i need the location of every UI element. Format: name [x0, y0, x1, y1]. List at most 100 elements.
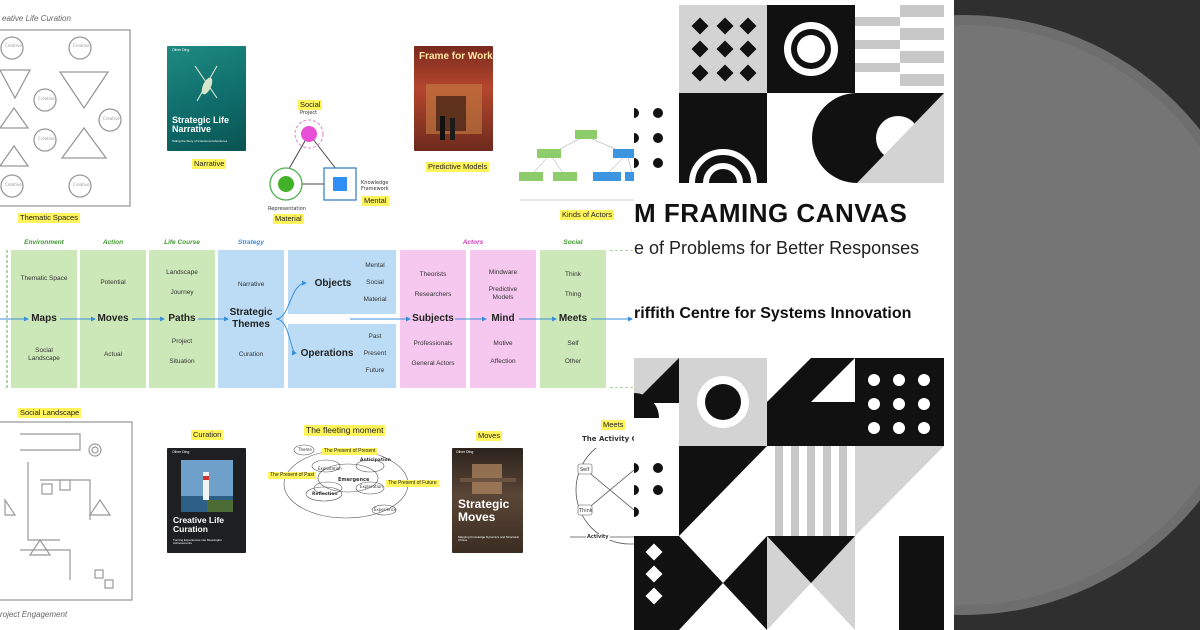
landscape-text: Landscape	[166, 269, 198, 276]
material-text: Material	[363, 296, 387, 303]
strategy-column: Strategy Narrative Strategic Themes Cura…	[218, 239, 284, 388]
operations-node: Operations	[300, 348, 354, 359]
project-engagement-title: roject Engagement	[0, 610, 68, 619]
kinds-of-actors-tree	[515, 126, 634, 208]
motive-text: Motive	[493, 340, 513, 347]
exploitation-text: Exploitation	[318, 466, 342, 471]
representation-text: Representation	[268, 206, 306, 212]
mental-label: Mental	[362, 196, 389, 206]
action-column: Action Potential Moves Actual	[80, 239, 146, 388]
thematic-spaces-label: Thematic Spaces	[18, 213, 80, 223]
curation-label: Curation	[191, 430, 224, 440]
framing-canvas-cover: M FRAMING CANVAS e of Problems for Bette…	[634, 0, 954, 630]
canvas-organization: riffith Centre for Systems Innovation	[634, 305, 912, 322]
thematic-space-text: Thematic Space	[20, 275, 68, 282]
researchers-text: Researchers	[414, 291, 452, 298]
meets-column: Social Think Thing Meets Self Other	[540, 239, 606, 388]
project-text: Project	[300, 110, 318, 116]
mental-text: Mental	[365, 262, 385, 269]
emergence-text: Emergence	[338, 477, 370, 483]
canvas-subtitle: e of Problems for Better Responses	[634, 238, 920, 258]
svg-text:Creative: Creative	[73, 43, 90, 48]
potential-text: Potential	[100, 279, 126, 286]
journey-text: Journey	[170, 289, 194, 296]
affection-text: Affection	[490, 358, 516, 365]
top-geometric-pattern	[634, 0, 944, 184]
actors-header: Actors	[462, 239, 484, 246]
svg-text:Creative: Creative	[38, 136, 55, 141]
predictive-book-cover[interactable]: Frame for Work	[414, 46, 493, 151]
social-landscape-label: Social Landscape	[18, 408, 82, 418]
meets-node: Meets	[558, 313, 588, 324]
paths-node: Paths	[168, 313, 196, 324]
canvas-title: M FRAMING CANVAS	[634, 198, 908, 228]
bottom-geometric-pattern	[634, 358, 944, 630]
present-text: Present	[363, 350, 387, 357]
theme-text: Theme	[298, 447, 312, 452]
representation-diagram	[262, 96, 390, 224]
activity-self: Self	[580, 467, 590, 473]
book-subtitle: Turning Experiences into Meaningful Achi…	[173, 538, 222, 546]
book-author: Oliver Ding	[172, 450, 190, 454]
present-of-future: The Present of Future	[386, 480, 439, 487]
present-of-present: The Present of Present	[322, 448, 378, 455]
svg-text:Creative: Creative	[38, 96, 55, 101]
svg-text:Creative: Creative	[5, 43, 22, 48]
life-course-column: Life Course Landscape Journey Paths Proj…	[149, 239, 215, 388]
activity-circle-title: The Activity Ci	[582, 435, 640, 443]
predictive-models-text: Predictive Models	[488, 286, 518, 302]
exploration-text: Exploration	[360, 484, 383, 489]
knowledge-text: Knowledge Framework	[361, 180, 389, 192]
moves-label: Moves	[476, 431, 503, 441]
book-title: Frame for Work	[419, 51, 493, 62]
past-text: Past	[368, 333, 382, 340]
social-landscape-text: Social Landscape	[28, 347, 60, 363]
curation-text: Curation	[238, 351, 264, 358]
action-header: Action	[102, 239, 124, 246]
mindware-text: Mindware	[488, 269, 518, 276]
framing-flow: Environment Thematic Space Maps Social L…	[0, 239, 640, 388]
fleeting-moment-label: The fleeting moment	[304, 425, 386, 436]
mind-column: Mindware Predictive Models Mind Motive A…	[470, 250, 536, 388]
operations-box: Operations Past Present Future	[288, 324, 396, 388]
book-title: Creative Life Curation	[173, 515, 225, 534]
situation-text: Situation	[169, 358, 195, 365]
general-actors-text: General Actors	[411, 360, 455, 367]
social-text: Social	[366, 279, 384, 286]
moves-book-cover[interactable]: Oliver Ding Strategic Moves Mapping Know…	[452, 448, 523, 553]
environment-column: Environment Thematic Space Maps Social L…	[11, 239, 77, 388]
svg-text:Creative: Creative	[5, 182, 22, 187]
book-author: Oliver Ding	[172, 48, 190, 52]
subjects-column: Actors Theorists Researchers Subjects Pr…	[400, 239, 483, 388]
meets-label: Meets	[601, 420, 626, 430]
subjects-node: Subjects	[412, 313, 454, 324]
book-author: Oliver Ding	[456, 450, 474, 454]
theorists-text: Theorists	[419, 271, 447, 278]
activity-axis: Activity	[586, 534, 610, 540]
professionals-text: Professionals	[413, 340, 453, 347]
activity-circle-diagram	[570, 448, 634, 548]
actual-text: Actual	[103, 351, 123, 358]
curation-book-cover[interactable]: Oliver Ding Creative Life Curation Turni…	[167, 448, 246, 553]
self-text: Self	[567, 340, 579, 347]
present-of-past: The Present of Past	[268, 472, 317, 479]
anticipation-text: Anticipation	[360, 458, 391, 463]
think-text: Think	[565, 271, 581, 278]
book-subtitle: Telling the Story of Intentional Adventu…	[172, 139, 228, 143]
objects-node: Objects	[314, 278, 352, 289]
thing-text: Thing	[564, 291, 582, 298]
strategy-header: Strategy	[237, 239, 264, 246]
strategic-themes-node: Strategic Themes	[229, 307, 273, 330]
maps-node: Maps	[31, 313, 57, 324]
record-disc-shape	[954, 15, 1200, 615]
objects-box: Objects Mental Social Material	[288, 250, 396, 314]
book-title: Strategic Moves	[458, 497, 510, 524]
book-title: Strategic Life Narrative	[172, 115, 230, 135]
moves-node: Moves	[97, 313, 129, 324]
narrative-book-cover[interactable]: Oliver Ding Strategic Life Narrative Tel…	[167, 46, 246, 151]
future-text: Future	[365, 367, 385, 374]
social-label: Social	[298, 100, 323, 110]
section-title: eative Life Curation	[2, 14, 71, 23]
environment-header: Environment	[24, 239, 64, 246]
kinds-of-actors-label: Kinds of Actors	[560, 210, 615, 220]
